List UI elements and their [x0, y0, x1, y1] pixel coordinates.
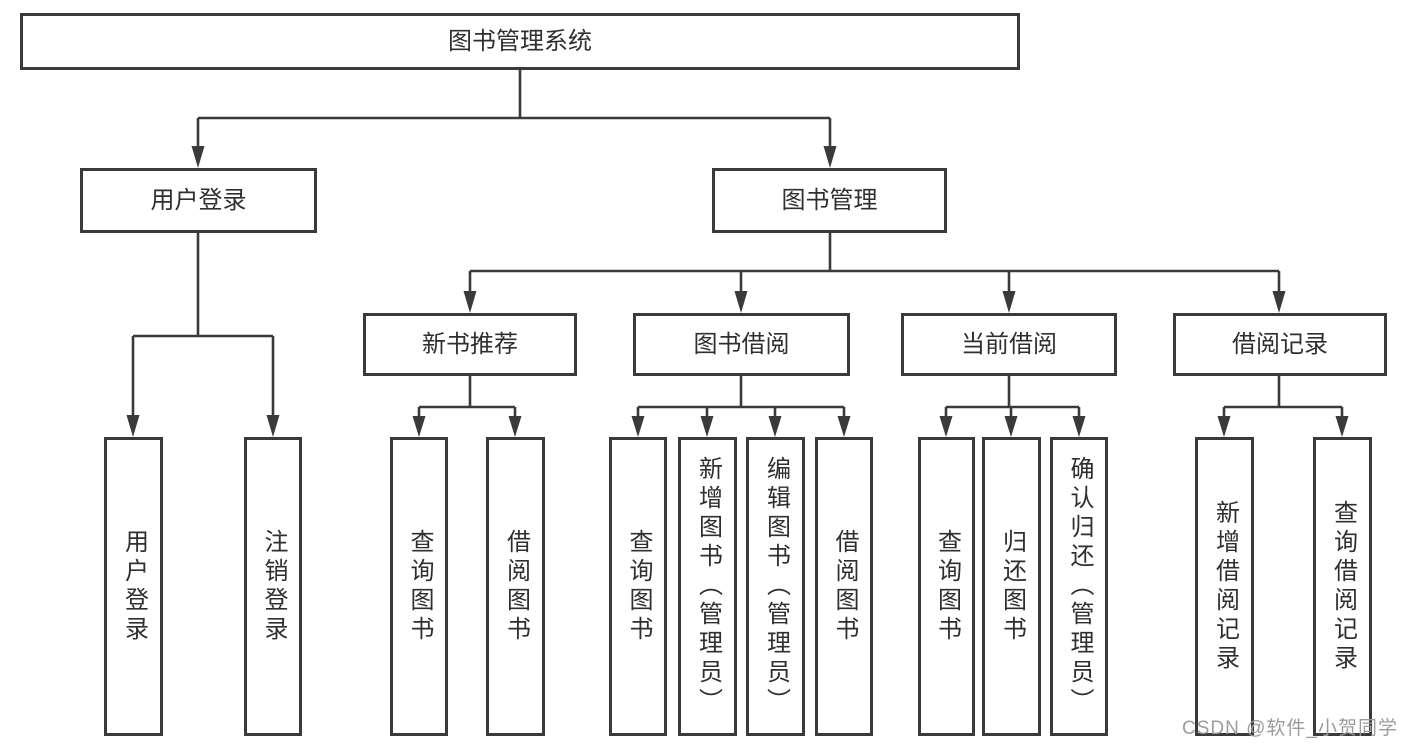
leaf-query-books-current: 查询图书	[918, 437, 975, 736]
leaf-borrow-books-recommend: 借阅图书	[486, 437, 545, 736]
node-borrowing-records: 借阅记录	[1173, 313, 1387, 376]
arrowhead	[266, 415, 280, 437]
node-label: 借阅记录	[1232, 330, 1328, 358]
node-label: 用户登录	[120, 528, 148, 645]
node-library-management-system: 图书管理系统	[20, 13, 1020, 70]
arrowhead	[631, 416, 645, 437]
leaf-query-books-recommend: 查询图书	[390, 437, 448, 736]
leaf-borrow-books-borrowing: 借阅图书	[815, 437, 873, 736]
node-book-borrowing: 图书借阅	[633, 313, 850, 376]
node-label: 确认归还（管理员）	[1066, 456, 1093, 717]
arrowhead	[939, 416, 953, 437]
node-label: 当前借阅	[961, 330, 1057, 358]
node-current-borrowing: 当前借阅	[901, 313, 1117, 376]
node-label: 编辑图书（管理员）	[762, 456, 790, 717]
arrowhead	[191, 146, 205, 168]
node-label: 查询图书	[406, 528, 433, 645]
node-label: 新增图书（管理员）	[694, 456, 722, 717]
arrowhead	[1217, 416, 1231, 437]
arrowhead	[734, 291, 748, 313]
leaf-query-borrow-record: 查询借阅记录	[1313, 437, 1372, 736]
arrowhead	[126, 415, 140, 437]
node-label: 借阅图书	[502, 528, 530, 645]
leaf-user-login: 用户登录	[104, 437, 163, 736]
node-label: 图书借阅	[693, 330, 790, 358]
leaf-logout: 注销登录	[244, 437, 302, 736]
node-label: 注销登录	[260, 528, 287, 645]
node-label: 新增借阅记录	[1211, 499, 1239, 674]
arrowhead	[1072, 416, 1086, 437]
arrowhead	[1335, 416, 1349, 437]
node-user-login-branch: 用户登录	[80, 168, 317, 233]
arrowhead	[1272, 291, 1286, 313]
node-label: 借阅图书	[831, 528, 858, 645]
node-label: 图书管理	[781, 186, 878, 214]
node-new-book-recommendation: 新书推荐	[363, 313, 577, 376]
arrowhead	[823, 146, 837, 168]
node-label: 新书推荐	[422, 330, 518, 358]
arrowhead	[768, 416, 782, 437]
arrowhead	[412, 416, 426, 437]
node-label: 图书管理系统	[448, 27, 592, 55]
node-label: 用户登录	[150, 186, 247, 214]
node-label: 归还图书	[998, 528, 1026, 645]
watermark: CSDN @软件_小贺同学	[1182, 718, 1398, 739]
leaf-add-book-admin: 新增图书（管理员）	[678, 437, 737, 736]
arrowhead	[700, 416, 714, 437]
arrowhead	[508, 416, 522, 437]
leaf-return-book: 归还图书	[982, 437, 1041, 736]
node-label: 查询图书	[933, 528, 961, 645]
leaf-confirm-return-admin: 确认归还（管理员）	[1050, 437, 1108, 736]
node-label: 查询图书	[625, 528, 652, 645]
arrowhead	[1002, 291, 1016, 313]
arrowhead	[463, 291, 477, 313]
leaf-add-borrow-record: 新增借阅记录	[1195, 437, 1254, 736]
arrowhead	[1004, 416, 1018, 437]
node-book-management: 图书管理	[712, 168, 947, 233]
leaf-query-books-borrowing: 查询图书	[609, 437, 667, 736]
leaf-edit-book-admin: 编辑图书（管理员）	[746, 437, 805, 736]
node-label: 查询借阅记录	[1329, 499, 1357, 674]
arrowhead	[837, 416, 851, 437]
